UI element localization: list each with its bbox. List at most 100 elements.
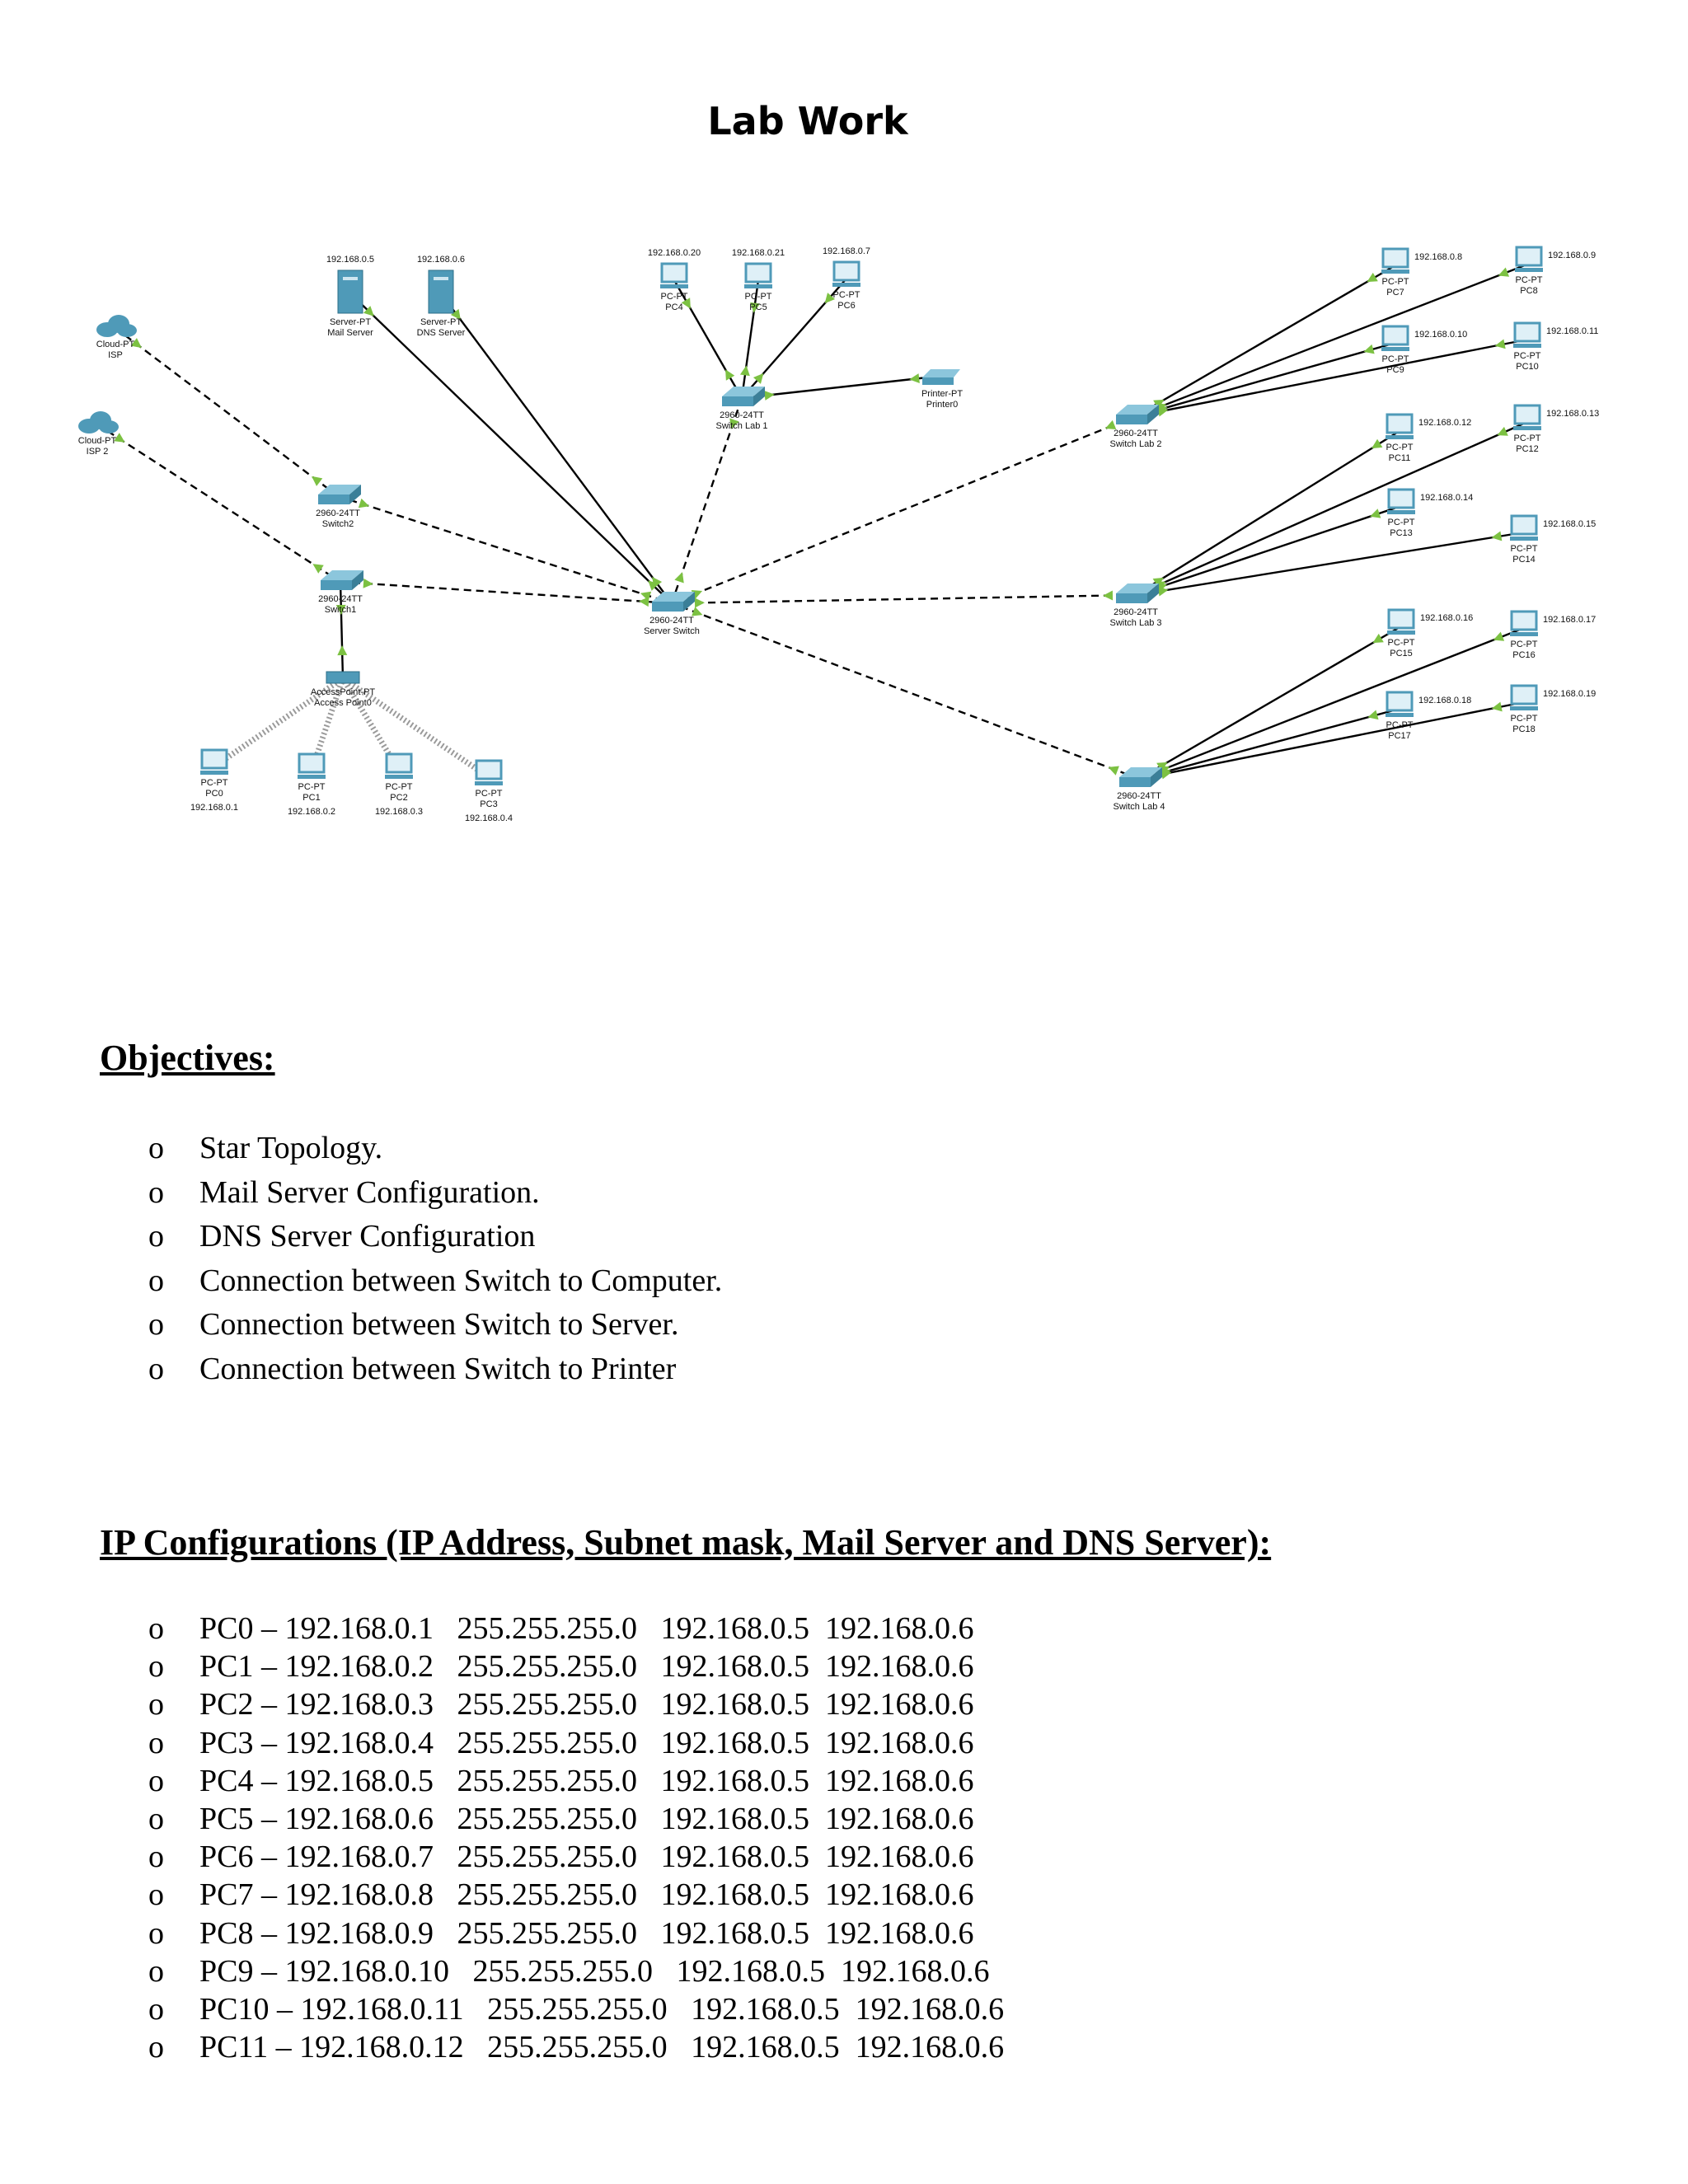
port-indicator [764, 390, 775, 401]
bullet-marker: o [148, 1763, 164, 1798]
ip-mail-value: 192.168.0.5 [660, 1877, 809, 1913]
device-ip-label: 192.168.0.15 [1543, 519, 1596, 529]
port-indicator [750, 302, 761, 313]
pc-monitor-icon [660, 262, 688, 284]
ip-mail-value: 192.168.0.5 [660, 1687, 809, 1722]
links-layer [96, 262, 1530, 780]
bullet-marker: o [148, 1263, 164, 1298]
bullet-marker: o [148, 1649, 164, 1685]
ip-host-value: PC8 – 192.168.0.9 [199, 1915, 434, 1951]
device-model-label: PC-PT [1514, 434, 1541, 443]
link-access_point-pc3 [341, 676, 490, 780]
device-ip-label: 192.168.0.20 [648, 248, 701, 258]
ip-dns-value: 192.168.0.6 [824, 1649, 974, 1685]
device-ip-label: 192.168.0.19 [1543, 689, 1596, 699]
link-cloud_isp2-switch1 [96, 423, 341, 583]
device-name-label: ISP [108, 350, 123, 360]
access-point-icon [326, 671, 360, 684]
device-ip-label: 192.168.0.18 [1418, 696, 1471, 705]
link-cloud_isp-switch2 [115, 327, 339, 497]
link-switch_lab4-pc18 [1138, 701, 1525, 780]
port-indicator [1491, 531, 1503, 541]
port-indicator [1372, 438, 1383, 449]
pc-keyboard [298, 775, 326, 779]
device-name-label: PC15 [1390, 649, 1413, 658]
pc-monitor-icon [200, 748, 228, 770]
switch-side [1151, 767, 1162, 787]
ip-mask-value: 255.255.255.0 [457, 1840, 637, 1875]
objective-text: Mail Server Configuration. [199, 1174, 540, 1210]
device-name-label: ISP 2 [87, 447, 109, 457]
ip-mail-value: 192.168.0.5 [660, 1915, 809, 1951]
pc-monitor-icon [1386, 691, 1414, 712]
device-name-label: Mail Server [327, 328, 373, 338]
device-model-label: PC-PT [1386, 443, 1414, 452]
ip-mask-value: 255.255.255.0 [472, 1953, 653, 1989]
port-indicator [1370, 509, 1381, 518]
device-name-label: Switch Lab 2 [1110, 439, 1162, 449]
port-indicator [1497, 426, 1508, 436]
device-ip-label: 192.168.0.7 [823, 246, 870, 256]
pc-monitor-icon [1510, 610, 1538, 631]
link-switch_lab3-pc11 [1135, 429, 1400, 597]
link-access_point-switch1 [339, 581, 345, 679]
ip-mail-value: 192.168.0.5 [660, 1611, 809, 1646]
bullet-marker: o [148, 1801, 164, 1836]
device-model-label: PC-PT [298, 782, 326, 792]
link-switch_lab4-pc15 [1138, 625, 1402, 780]
device-ip-label: 192.168.0.12 [1418, 418, 1471, 428]
cloud-icon [96, 315, 137, 337]
device-model-label: 2960-24TT [1114, 607, 1158, 617]
device-name-label: Server Switch [644, 626, 700, 636]
switch-icon [1119, 767, 1162, 777]
port-indicator [652, 576, 663, 588]
pc-keyboard [1513, 344, 1541, 348]
link-mail_server-server_switch [349, 293, 673, 604]
objective-text: Connection between Switch to Computer. [199, 1263, 723, 1298]
bullet-marker: o [148, 1915, 164, 1951]
switch-front [321, 580, 352, 590]
ip-host-value: PC7 – 192.168.0.8 [199, 1877, 434, 1913]
pc-monitor-icon [744, 262, 772, 284]
server-icon [337, 269, 363, 314]
device-ip-label: 192.168.0.11 [1546, 326, 1598, 336]
device-model-label: PC-PT [386, 782, 413, 792]
